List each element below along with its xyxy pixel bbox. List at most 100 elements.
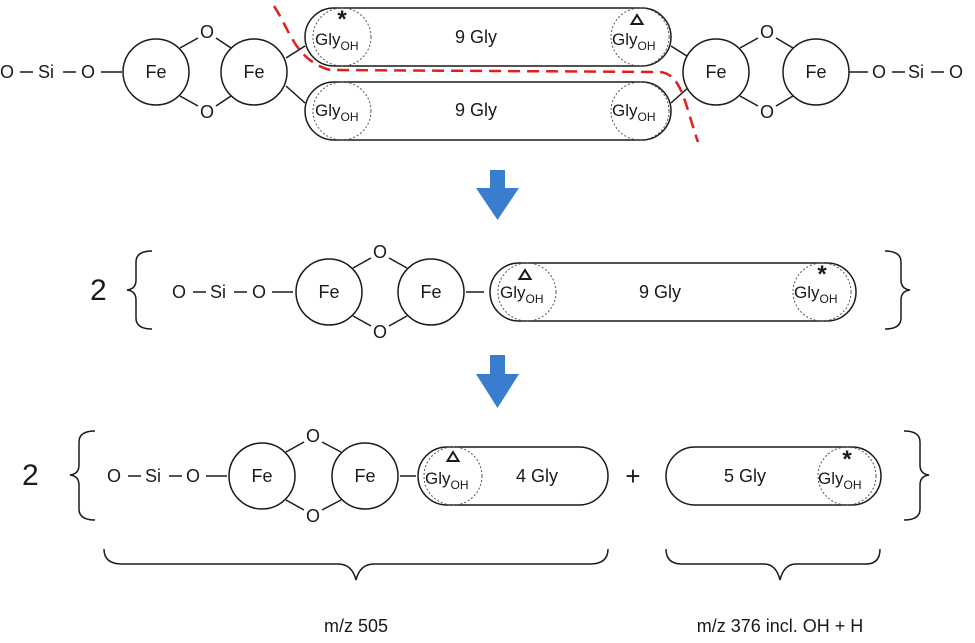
bridge-oxygen: O xyxy=(306,506,320,526)
bond xyxy=(285,45,306,59)
star-marker: * xyxy=(817,261,827,288)
bond xyxy=(388,315,408,327)
terminal-residue-outline xyxy=(423,446,483,506)
bond xyxy=(352,315,372,327)
bond xyxy=(775,95,794,107)
gly-oh-label: GlyOH xyxy=(500,283,544,306)
terminal-residue-outline xyxy=(312,81,372,141)
triangle-marker xyxy=(445,450,461,462)
bond xyxy=(321,441,342,453)
terminal-residue-outline xyxy=(497,262,557,322)
row2-o2: O xyxy=(252,282,266,302)
down-arrow-1 xyxy=(476,170,519,220)
terminal-residue-outline xyxy=(610,81,670,141)
bridge-oxygen: O xyxy=(200,22,214,42)
terminal-residue-outline xyxy=(817,446,877,506)
bond xyxy=(179,95,199,107)
bridge-oxygen: O xyxy=(760,22,774,42)
fe-atom xyxy=(682,38,750,106)
row2-si: Si xyxy=(210,282,226,302)
fe-label: Fe xyxy=(251,466,272,486)
bond xyxy=(739,37,759,49)
fe-label: Fe xyxy=(318,282,339,302)
fe-atom xyxy=(228,442,296,510)
star-marker: * xyxy=(842,446,852,473)
fe-atom xyxy=(331,442,399,510)
terminal-residue-outline xyxy=(610,7,670,67)
left-brace xyxy=(69,430,96,521)
row3-o1: O xyxy=(107,466,121,486)
row3-si: Si xyxy=(145,466,161,486)
five-gly-label: 5 Gly xyxy=(724,466,766,486)
fe-atom xyxy=(397,258,465,326)
row-1-intact-structure: O Si O Fe Fe O O GlyOH GlyOH 9 Gly * Gly… xyxy=(0,5,963,143)
fe-label: Fe xyxy=(145,62,166,82)
nine-gly-label: 9 Gly xyxy=(455,27,497,47)
bond xyxy=(285,85,306,104)
bond xyxy=(285,499,305,511)
row1-right-si: Si xyxy=(908,62,924,82)
star-marker: * xyxy=(337,6,347,33)
gly-oh-label: GlyOH xyxy=(315,101,359,124)
bond xyxy=(352,257,372,269)
fe-label: Fe xyxy=(243,62,264,82)
bond xyxy=(388,257,408,269)
fe-atom xyxy=(220,38,288,106)
peptide-chain-upper xyxy=(304,7,672,67)
fe-atom xyxy=(295,258,363,326)
bond xyxy=(321,499,342,511)
nine-gly-label: 9 Gly xyxy=(455,100,497,120)
bond xyxy=(179,37,199,49)
triangle-marker xyxy=(517,268,533,280)
peptide-fragment-4gly xyxy=(417,446,609,506)
right-brace xyxy=(903,430,930,521)
row3-coefficient: 2 xyxy=(22,459,39,492)
row1-left-o2: O xyxy=(81,62,95,82)
plus-sign: + xyxy=(625,461,640,491)
underbrace-505 xyxy=(103,548,609,581)
fe-label: Fe xyxy=(420,282,441,302)
row1-left-o1: O xyxy=(0,62,14,82)
nine-gly-label: 9 Gly xyxy=(639,282,681,302)
fe-label: Fe xyxy=(805,62,826,82)
bridge-oxygen: O xyxy=(373,242,387,262)
underbrace-376 xyxy=(665,548,881,581)
row-2-single-cleavage: 2 O Si O Fe Fe O O GlyOH GlyOH 9 Gly * xyxy=(90,242,911,342)
left-brace xyxy=(126,250,153,330)
bridge-oxygen: O xyxy=(200,102,214,122)
row1-right-o1: O xyxy=(872,62,886,82)
bridge-oxygen: O xyxy=(373,322,387,342)
bond xyxy=(215,95,232,107)
triangle-marker xyxy=(629,13,645,25)
gly-oh-label: GlyOH xyxy=(818,469,862,492)
four-gly-label: 4 Gly xyxy=(516,466,558,486)
gly-oh-label: GlyOH xyxy=(794,283,838,306)
row3-o2: O xyxy=(186,466,200,486)
fe-label: Fe xyxy=(705,62,726,82)
right-brace xyxy=(884,250,911,330)
fe-atom xyxy=(122,38,190,106)
gly-oh-label: GlyOH xyxy=(612,30,656,53)
peptide-chain xyxy=(489,262,857,322)
bond xyxy=(775,37,794,49)
bond xyxy=(739,95,759,107)
bond xyxy=(285,441,305,453)
gly-oh-label: GlyOH xyxy=(612,101,656,124)
row1-left-si: Si xyxy=(38,62,54,82)
terminal-residue-outline xyxy=(312,7,372,67)
fe-label: Fe xyxy=(354,466,375,486)
mass-label-505: m/z 505 xyxy=(324,616,388,636)
row2-coefficient: 2 xyxy=(90,274,107,307)
bridge-oxygen: O xyxy=(760,102,774,122)
gly-oh-label: GlyOH xyxy=(425,469,469,492)
gly-oh-label: GlyOH xyxy=(315,30,359,53)
down-arrow-2 xyxy=(476,355,519,408)
row2-o1: O xyxy=(172,282,186,302)
mass-annotations: m/z 505 m/z 376 incl. OH + H xyxy=(103,548,881,636)
cleavage-line xyxy=(272,5,700,143)
peptide-fragment-5gly xyxy=(665,446,882,506)
row1-right-o2: O xyxy=(949,62,963,82)
mass-label-376: m/z 376 incl. OH + H xyxy=(697,616,864,636)
row-3-fragments: 2 O Si O Fe Fe O O GlyOH 4 Gly + 5 Gly G… xyxy=(22,426,930,526)
